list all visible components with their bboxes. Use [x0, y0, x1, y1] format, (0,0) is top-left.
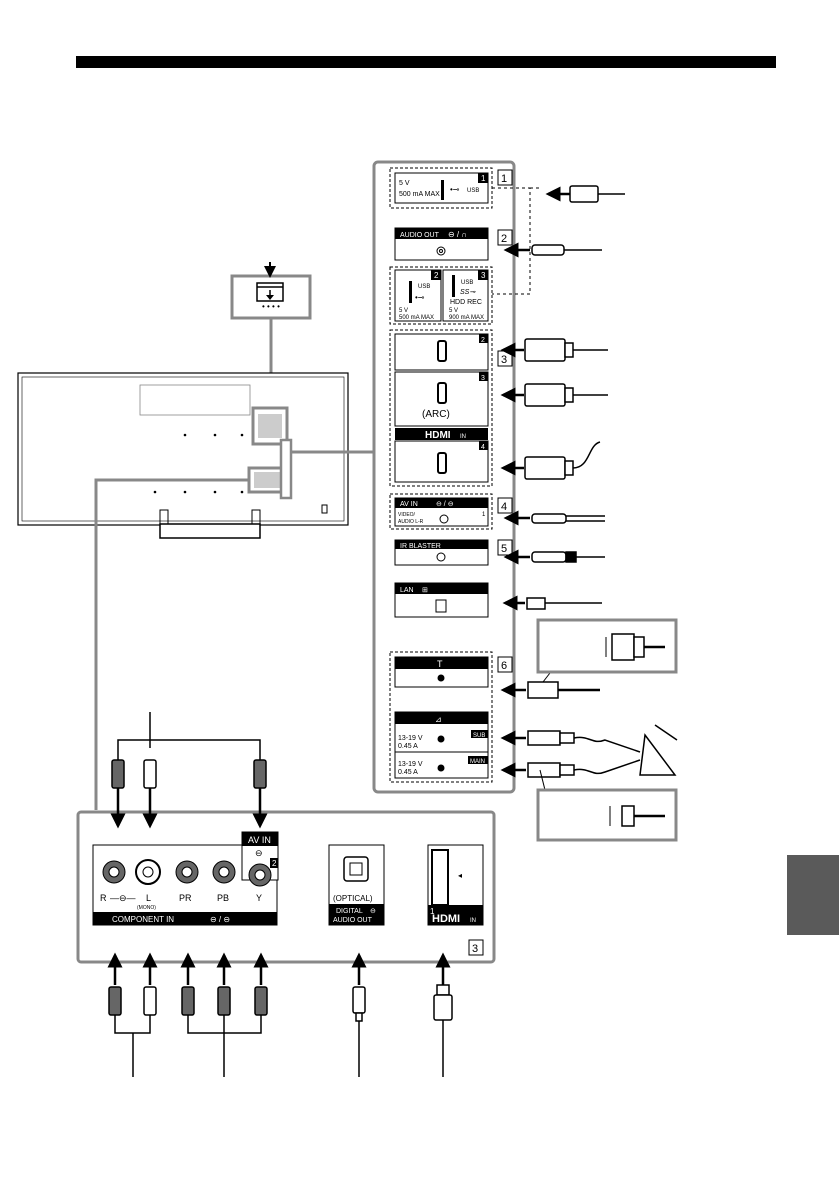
hdmi1-logo: HDMI	[432, 913, 460, 925]
av-in-1-sub1: VIDEO/	[398, 512, 416, 518]
hdmi1-badge: 1	[430, 907, 435, 916]
sat-main-voltage: 13-19 V	[398, 761, 423, 768]
component-label-y: Y	[256, 893, 262, 903]
side-box-2: 2	[501, 233, 507, 245]
side-box-6: 6	[501, 660, 507, 672]
sat-sub-tag: SUB	[473, 733, 485, 739]
side-box-5: 5	[501, 543, 507, 555]
side-terminal-panel: 1 2 3 4 5 6 1 5 V 500 mA MAX •⊸ USB AUDI…	[372, 160, 516, 794]
audio-out-label: AUDIO OUT	[400, 232, 440, 239]
hdmi-logo: HDMI	[425, 430, 451, 441]
side-box-1: 1	[501, 173, 507, 185]
hdmi1-in-label: IN	[470, 918, 476, 924]
svg-text:•⊸: •⊸	[415, 293, 425, 302]
mono-label: (MONO)	[137, 905, 156, 911]
svg-text:—⊖—: —⊖—	[110, 893, 136, 903]
hdmi1-arrow-icon: ◂	[458, 871, 462, 880]
usb2-current: 500 mA MAX	[399, 315, 434, 321]
usb3-badge: 3	[481, 271, 486, 280]
svg-text:• • • •: • • • •	[262, 302, 280, 311]
side-box-4: 4	[501, 501, 507, 513]
sat-sub-current: 0.45 A	[398, 743, 418, 750]
usb3-voltage: 5 V	[449, 308, 458, 314]
av-cables-top	[110, 712, 268, 829]
usb1-voltage: 5 V	[399, 180, 410, 187]
hdmi2-badge: 2	[481, 337, 485, 344]
section-header-bar	[76, 56, 776, 68]
chapter-tab	[787, 855, 839, 935]
hdmi4-badge: 4	[481, 444, 485, 451]
usb3-label: USB	[461, 280, 473, 286]
usb1-current: 500 mA MAX	[399, 191, 440, 198]
usb-icon: •⊸	[450, 185, 460, 194]
digital-label: DIGITAL	[336, 908, 363, 915]
bottom-cables	[107, 952, 453, 1077]
sat-main-current: 0.45 A	[398, 769, 418, 776]
component-label-pr: PR	[179, 893, 192, 903]
component-in-label: COMPONENT IN	[112, 915, 174, 924]
lan-icon: ⊞	[422, 587, 428, 594]
hdmi3-badge: 3	[481, 375, 485, 382]
svg-text:SS⊸: SS⊸	[460, 289, 476, 296]
usb1-badge: 1	[481, 174, 486, 183]
lan-label: LAN	[400, 587, 414, 594]
hdmi-in-label: IN	[460, 434, 466, 440]
bottom-box-3: 3	[472, 943, 478, 955]
usb3-current: 900 mA MAX	[449, 315, 484, 321]
aerial-icon: T	[437, 659, 443, 669]
usb2-label: USB	[418, 284, 430, 290]
component-label-l: L	[146, 893, 151, 903]
headphone-icon: ⊖ / ∩	[448, 230, 467, 239]
svg-text:⊖ / ⊖: ⊖ / ⊖	[210, 915, 230, 924]
satellite-icon: ⊿	[435, 715, 442, 724]
usb1-label: USB	[467, 188, 479, 194]
av-in-1-label: AV IN	[400, 501, 418, 508]
component-label-r: R	[100, 893, 107, 903]
av-in-2-label: AV IN	[248, 835, 271, 845]
side-box-3: 3	[501, 354, 507, 366]
tv-rear-illustration: • • • •	[17, 262, 373, 810]
optical-label: (OPTICAL)	[333, 894, 373, 903]
sat-sub-voltage: 13-19 V	[398, 735, 423, 742]
ir-blaster-label: IR BLASTER	[400, 543, 441, 550]
svg-text:⊖: ⊖	[370, 908, 376, 915]
usb3-sub: HDD REC	[450, 299, 482, 306]
hdmi-arc-label: (ARC)	[422, 409, 450, 420]
av-input-icon: ⊖	[255, 848, 263, 858]
av-in-1-badge: 1	[482, 512, 486, 518]
av-in-1-sub2: AUDIO L-R	[398, 519, 424, 525]
sat-main-tag: MAIN	[470, 759, 485, 765]
usb2-badge: 2	[434, 271, 439, 280]
svg-text:⊖ / ⊖: ⊖ / ⊖	[436, 501, 454, 508]
bottom-terminal-panel: COMPONENT IN ⊖ / ⊖ AV IN 2 ⊖ R —⊖— L (MO…	[76, 810, 496, 964]
usb2-voltage: 5 V	[399, 308, 408, 314]
side-cables	[492, 185, 678, 842]
component-label-pb: PB	[217, 893, 229, 903]
av-in-2-badge: 2	[272, 859, 277, 868]
digital-audio-out-label: AUDIO OUT	[333, 917, 373, 924]
